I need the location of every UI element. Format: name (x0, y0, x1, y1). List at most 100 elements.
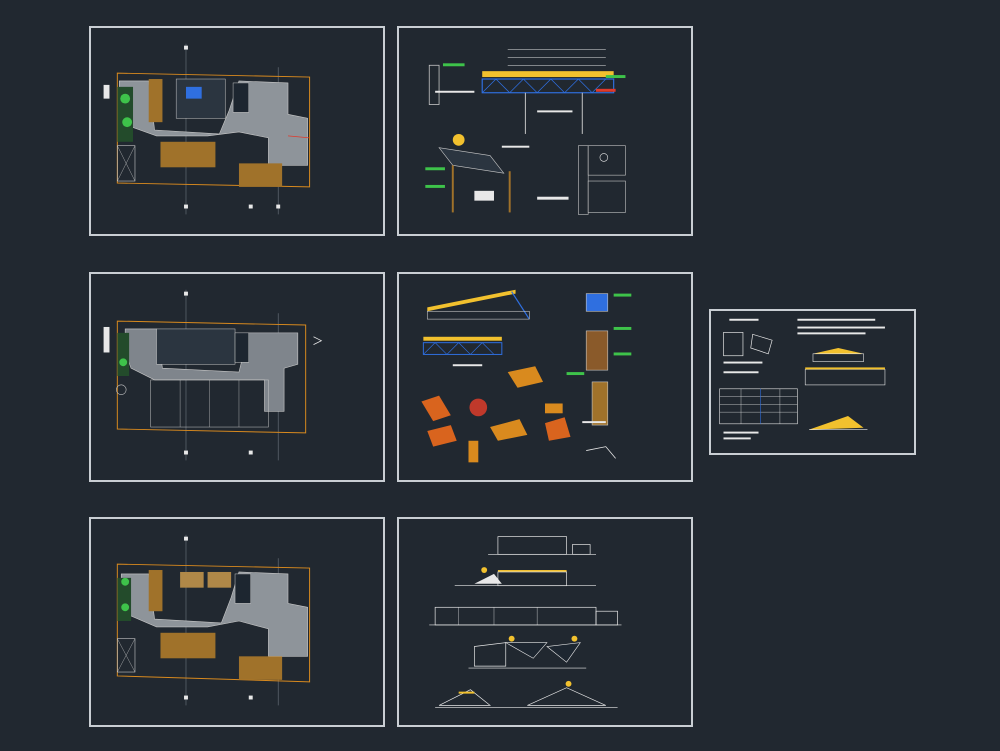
sun-symbol (452, 133, 465, 146)
roof-elevation (812, 347, 864, 354)
axis-marker (184, 450, 188, 455)
sheet-site-plan-1[interactable] (89, 26, 385, 236)
sun-symbol (571, 635, 578, 642)
axis-marker (248, 695, 253, 700)
text-line (452, 364, 483, 367)
axis-marker (184, 45, 188, 50)
axis-marker (184, 695, 188, 700)
wood-joint (545, 403, 563, 414)
arrow-icon (313, 336, 323, 345)
sun-symbol (508, 635, 515, 642)
label-green (442, 63, 465, 67)
wood-joint (427, 425, 457, 447)
entry-marker (103, 326, 110, 353)
text-line (435, 90, 475, 93)
section (527, 687, 606, 706)
text-line (501, 145, 530, 148)
door-detail (591, 381, 609, 426)
text-line (537, 110, 573, 113)
text-line (582, 421, 606, 424)
small-detail (586, 446, 616, 459)
sheet-roof-plan-3[interactable] (89, 517, 385, 727)
tree (121, 603, 130, 612)
axis-marker (248, 204, 253, 209)
wood-joint (421, 395, 451, 422)
paved-area (120, 571, 308, 657)
section-strip (578, 145, 589, 215)
brace (511, 291, 530, 320)
site-plan-drawing (103, 43, 311, 215)
label-green (566, 372, 585, 376)
roof-slope (427, 289, 516, 312)
bathroom-plan (587, 180, 626, 213)
structure-details-drawing (425, 49, 626, 215)
text-line (723, 437, 751, 440)
sheet-floor-plan-2[interactable] (89, 272, 385, 482)
wood-joint (490, 419, 528, 441)
text-line (797, 332, 866, 335)
hatch-line (117, 145, 136, 182)
roof-section (504, 642, 548, 659)
roof-slab (207, 571, 232, 588)
fixture (599, 153, 609, 162)
tree (120, 93, 131, 104)
section (438, 689, 492, 706)
beam (426, 310, 530, 320)
truss-web (423, 342, 495, 355)
wood-joint (545, 417, 571, 441)
red-annotation (287, 135, 310, 139)
parking-lot (117, 145, 136, 182)
elevation (812, 353, 864, 362)
roof-section (809, 416, 864, 430)
solar-panels (232, 82, 250, 113)
sheet-elevations-sections[interactable] (397, 517, 693, 727)
entry-marker (103, 84, 110, 99)
floor-plan-drawing (103, 289, 323, 461)
label-green (613, 293, 632, 297)
wood-stairs (238, 163, 283, 187)
sheet-construction-details-2[interactable] (397, 272, 693, 482)
text-line (729, 318, 759, 321)
elevation (497, 571, 567, 587)
construction-details-drawing (421, 289, 632, 463)
elevation (497, 536, 567, 555)
truss (481, 78, 615, 94)
roof-line (805, 367, 885, 370)
elevation (572, 544, 591, 555)
axis-marker (184, 291, 188, 296)
text-line (537, 196, 569, 200)
wood-deck (148, 79, 163, 123)
door-detail (585, 330, 609, 371)
axis-marker (276, 204, 281, 209)
round-joint (469, 398, 488, 417)
bathroom-plan (587, 145, 626, 176)
small-plan (750, 333, 773, 355)
text-line (797, 318, 876, 321)
wood-post (468, 440, 479, 463)
parking-lot (117, 638, 136, 673)
garden (117, 332, 130, 377)
pool (185, 86, 202, 99)
schedule-table (719, 388, 798, 425)
roof-line (458, 691, 475, 694)
building-block (156, 328, 236, 365)
truss (422, 342, 503, 355)
round-feature (116, 384, 127, 395)
text-line (723, 371, 759, 374)
bench (474, 190, 494, 201)
section (474, 642, 507, 667)
sheet-structure-details-1[interactable] (397, 26, 693, 236)
tree (122, 117, 133, 128)
window-detail (585, 293, 609, 312)
roof-slab (180, 571, 204, 588)
paved-area (118, 80, 308, 166)
text-line (723, 361, 763, 364)
wood-deck (148, 570, 163, 612)
roof-beam (423, 336, 502, 341)
small-plan (723, 332, 744, 357)
label-green (613, 352, 632, 356)
sun-symbol (565, 680, 572, 687)
sheet-detail-small[interactable] (709, 309, 916, 455)
roof-line (497, 570, 567, 572)
roof-plan-drawing (116, 534, 311, 706)
